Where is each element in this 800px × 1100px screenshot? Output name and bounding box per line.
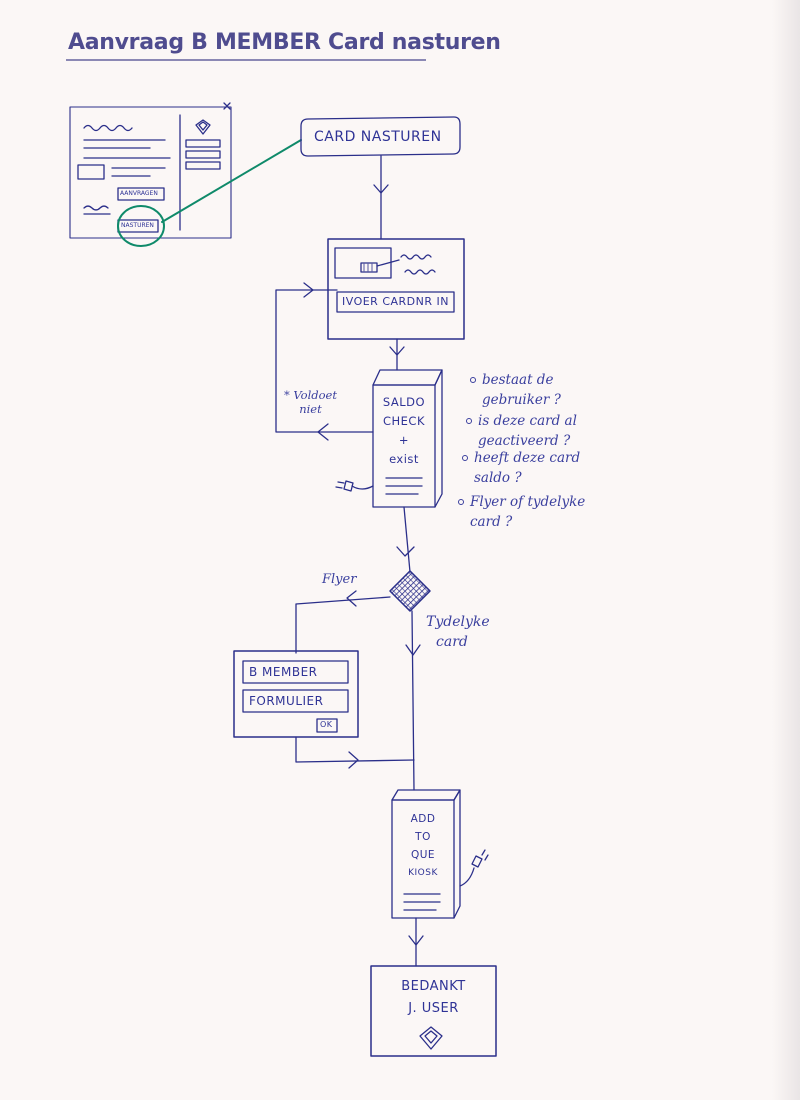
- mockup-logo-icon: [195, 119, 211, 135]
- bedankt-line-2: J. USER: [408, 1001, 459, 1016]
- screen-mockup: [69, 102, 232, 239]
- page-title: Aanvraag B MEMBER Card nasturen: [68, 30, 501, 55]
- highlight-circle: [117, 205, 165, 247]
- flyer-or-temp-decision: [389, 570, 431, 612]
- saldo-line-1: SALDO: [382, 395, 426, 409]
- mockup-image-placeholder: [77, 164, 105, 180]
- formulier-label: FORMULIER: [249, 694, 324, 708]
- voldoet-line-1: * Voldoet: [284, 388, 337, 402]
- tydelyke-line-1: Tydelyke: [426, 614, 490, 630]
- plug-cable-2: [459, 867, 475, 887]
- voldoet-niet-label: * Voldoet niet: [284, 388, 337, 416]
- saldo-line-3: +: [398, 433, 410, 447]
- bedankt-node: [370, 965, 497, 1057]
- card-nasturen-node: [300, 116, 461, 157]
- add-queue-node: [391, 789, 489, 919]
- mockup-close-icon: [223, 102, 231, 110]
- bmember-label: B MEMBER: [249, 665, 318, 679]
- page-edge: [772, 0, 800, 1100]
- card-input-label: IVOER CARDNR IN: [342, 295, 449, 308]
- title-underline: [66, 59, 426, 61]
- note-item: is deze card al geactiveerd ?: [466, 411, 593, 451]
- mockup-aanvragen-label: AANVRAGEN: [120, 190, 158, 197]
- note-item: heeft deze card saldo ?: [462, 448, 599, 488]
- add-line-4: KIOSK: [408, 868, 438, 878]
- mockup-nasturen-label: NASTUREN: [121, 222, 154, 229]
- form-ok-label: OK: [320, 720, 333, 729]
- saldo-check-label: SALDO CHECK + exist: [373, 393, 435, 469]
- mockup-aanvragen-button: [117, 187, 165, 201]
- add-line-3: QUE: [410, 849, 436, 861]
- plug-cable: [351, 485, 374, 490]
- bedankt-label: BEDANKT J. USER: [371, 976, 496, 1020]
- tydelyke-line-2: card: [436, 634, 468, 650]
- add-queue-label: ADD TO QUE KIOSK: [392, 810, 454, 882]
- saldo-line-2: CHECK: [382, 414, 425, 428]
- card-chip-icon: [360, 262, 378, 273]
- tydelyke-card-label: Tydelyke card: [426, 612, 490, 652]
- highlight-connector: [161, 139, 302, 223]
- voldoet-line-2: niet: [299, 402, 322, 416]
- note-item: Flyer of tydelyke card ?: [458, 492, 600, 532]
- add-line-2: TO: [415, 831, 431, 843]
- add-line-1: ADD: [410, 813, 436, 825]
- card-input-node: [327, 238, 465, 340]
- note-item: bestaat de gebruiker ?: [470, 370, 592, 410]
- kiosk-plug-icon: [471, 855, 483, 868]
- bedankt-logo-icon: [419, 1026, 443, 1050]
- saldo-plug-icon: [343, 480, 354, 492]
- highlight-callout: [117, 139, 302, 247]
- bedankt-line-1: BEDANKT: [401, 979, 466, 994]
- saldo-line-4: exist: [389, 452, 419, 466]
- card-nasturen-label: CARD NASTUREN: [314, 129, 442, 145]
- form-ok-button: [316, 718, 338, 733]
- flyer-edge-label: Flyer: [322, 572, 357, 587]
